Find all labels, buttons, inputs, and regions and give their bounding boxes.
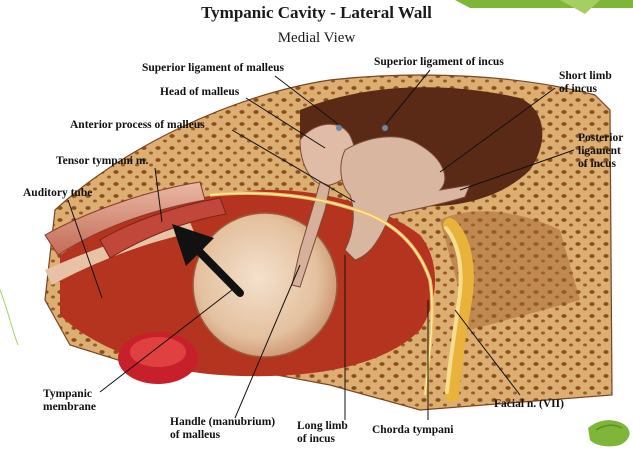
label-short-limb-incus-line2: of incus — [559, 83, 612, 96]
label-handle-malleus: Handle (manubrium) of malleus — [170, 416, 275, 442]
green-leaf-icon — [588, 420, 630, 446]
label-superior-ligament-incus: Superior ligament of incus — [374, 56, 504, 69]
label-auditory-tube: Auditory tube — [23, 187, 92, 200]
label-posterior-ligament-line3: of incus — [578, 158, 623, 171]
label-posterior-ligament-line1: Posterior — [578, 132, 623, 145]
diagram-subtitle: Medial View — [0, 30, 633, 47]
label-short-limb-incus-line1: Short limb — [559, 70, 612, 83]
label-anterior-process-malleus: Anterior process of malleus — [70, 119, 205, 132]
label-tympanic-membrane-line2: membrane — [43, 401, 96, 414]
label-long-limb-incus-line1: Long limb — [297, 420, 348, 433]
label-tympanic-membrane-line1: Tympanic — [43, 388, 96, 401]
label-superior-ligament-malleus: Superior ligament of malleus — [142, 62, 284, 75]
label-long-limb-incus-line2: of incus — [297, 433, 348, 446]
label-tympanic-membrane: Tympanic membrane — [43, 388, 96, 414]
label-head-malleus: Head of malleus — [160, 86, 239, 99]
superior-ligament-malleus-dot — [336, 125, 342, 131]
label-short-limb-incus: Short limb of incus — [559, 70, 612, 96]
label-tensor-tympani: Tensor tympani m. — [56, 155, 148, 168]
left-green-curve — [0, 290, 18, 345]
superior-ligament-incus-dot — [382, 125, 388, 131]
label-chorda-tympani: Chorda tympani — [372, 424, 453, 437]
label-long-limb-incus: Long limb of incus — [297, 420, 348, 446]
label-handle-malleus-line2: of malleus — [170, 429, 275, 442]
label-posterior-ligament-incus: Posterior ligament of incus — [578, 132, 623, 171]
label-handle-malleus-line1: Handle (manubrium) — [170, 416, 275, 429]
label-facial-nerve: Facial n. (VII) — [494, 398, 564, 411]
diagram-title: Tympanic Cavity - Lateral Wall — [0, 3, 633, 23]
label-posterior-ligament-line2: ligament — [578, 145, 623, 158]
